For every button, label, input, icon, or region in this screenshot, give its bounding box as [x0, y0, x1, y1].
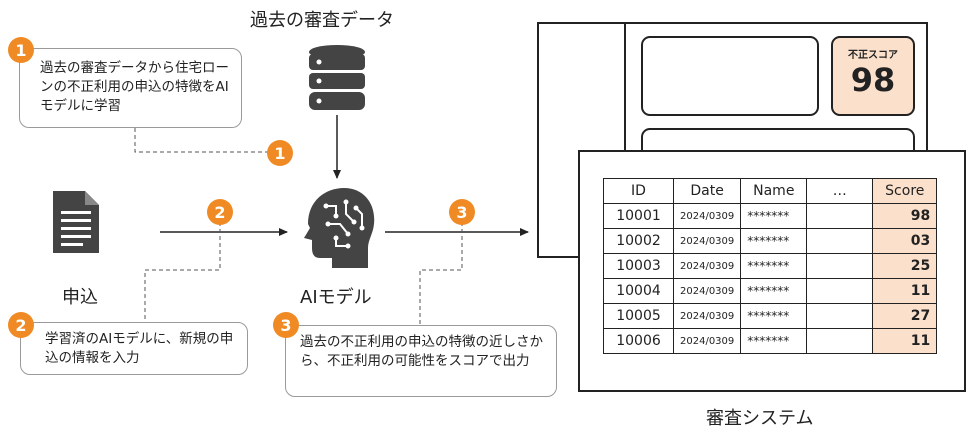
step-badge-2: 2	[8, 312, 34, 338]
application-label: 申込	[62, 287, 98, 308]
fraud-score-value: 98	[850, 61, 896, 99]
table-row: 10005 2024/0309 ******* 27	[603, 303, 938, 329]
cell-more	[806, 228, 874, 254]
callout-training-text: 過去の審査データから住宅ローンの不正利用の申込の特徴をAIモデルに学習	[40, 60, 229, 114]
ai-model-label: AIモデル	[300, 287, 372, 308]
back-screen-divider	[624, 22, 626, 258]
callout-output-text: 過去の不正利用の申込の特徴の近しさから、不正利用の可能性をスコアで出力	[300, 334, 543, 369]
cell-date: 2024/0309	[672, 303, 742, 329]
table-row: 10002 2024/0309 ******* 03	[603, 228, 938, 254]
cell-score: 25	[872, 253, 938, 279]
callout-input-text: 学習済のAIモデルに、新規の申込の情報を入力	[45, 331, 234, 366]
cell-date: 2024/0309	[672, 253, 742, 279]
cell-score: 27	[872, 303, 938, 329]
cell-name: *******	[740, 228, 808, 254]
table-header-row: ID Date Name … Score	[603, 178, 938, 204]
review-table: ID Date Name … Score 10001 2024/0309 ***…	[603, 178, 938, 354]
cell-more	[806, 278, 874, 304]
cell-name: *******	[740, 328, 808, 354]
cell-score: 11	[872, 328, 938, 354]
cell-id: 10006	[603, 328, 674, 354]
col-header-more: …	[806, 178, 874, 204]
callout-output: 過去の不正利用の申込の特徴の近しさから、不正利用の可能性をスコアで出力	[285, 325, 557, 397]
cell-id: 10005	[603, 303, 674, 329]
ai-head-icon	[304, 188, 375, 268]
cell-id: 10004	[603, 278, 674, 304]
table-row: 10004 2024/0309 ******* 11	[603, 278, 938, 304]
leader-3	[419, 222, 463, 325]
cell-name: *******	[740, 278, 808, 304]
callout-input: 学習済のAIモデルに、新規の申込の情報を入力	[20, 322, 248, 375]
back-screen-box-1	[641, 36, 819, 116]
cell-date: 2024/0309	[672, 328, 742, 354]
cell-id: 10001	[603, 203, 674, 229]
step-badge-1: 1	[8, 37, 34, 63]
table-row: 10006 2024/0309 ******* 11	[603, 328, 938, 354]
cell-more	[806, 253, 874, 279]
cell-more	[806, 203, 874, 229]
cell-name: *******	[740, 303, 808, 329]
cell-date: 2024/0309	[672, 278, 742, 304]
col-header-score: Score	[872, 178, 938, 204]
leader-2	[144, 222, 221, 322]
cell-name: *******	[740, 203, 808, 229]
col-header-name: Name	[740, 178, 808, 204]
cell-id: 10002	[603, 228, 674, 254]
cell-date: 2024/0309	[672, 203, 742, 229]
cell-score: 11	[872, 278, 938, 304]
review-system-label: 審査システム	[706, 408, 814, 429]
step-badge-3: 3	[273, 312, 299, 338]
fraud-score-label: 不正スコア	[848, 50, 898, 61]
flow-badge-3: 3	[449, 199, 475, 225]
cell-score: 98	[872, 203, 938, 229]
flow-badge-2: 2	[207, 199, 233, 225]
leader-1	[134, 128, 268, 153]
cell-more	[806, 303, 874, 329]
document-icon	[53, 191, 99, 253]
flow-badge-1: 1	[267, 140, 293, 166]
table-row: 10003 2024/0309 ******* 25	[603, 253, 938, 279]
table-row: 10001 2024/0309 ******* 98	[603, 203, 938, 229]
cell-date: 2024/0309	[672, 228, 742, 254]
col-header-id: ID	[603, 178, 674, 204]
cell-name: *******	[740, 253, 808, 279]
cell-score: 03	[872, 228, 938, 254]
col-header-date: Date	[672, 178, 742, 204]
cell-more	[806, 328, 874, 354]
cell-id: 10003	[603, 253, 674, 279]
historical-data-title: 過去の審査データ	[250, 10, 394, 31]
database-icon	[309, 45, 365, 110]
callout-training: 過去の審査データから住宅ローンの不正利用の申込の特徴をAIモデルに学習	[19, 48, 242, 128]
fraud-score-card: 不正スコア 98	[831, 36, 915, 116]
